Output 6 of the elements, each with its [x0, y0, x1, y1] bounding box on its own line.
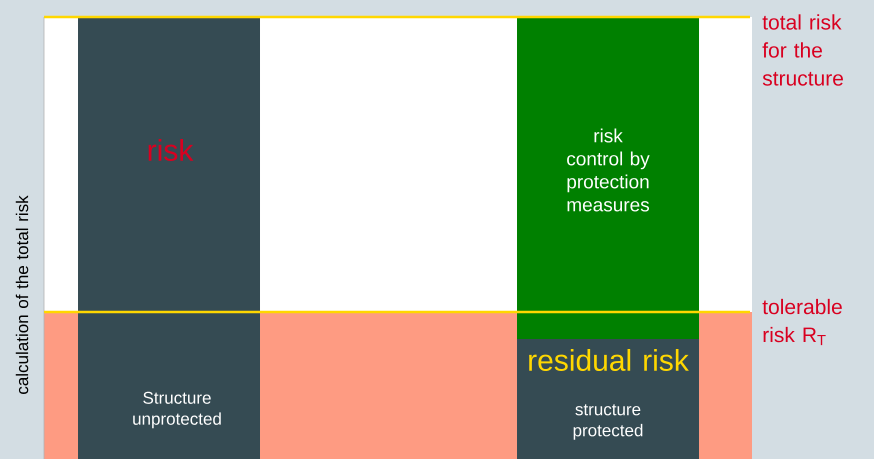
column: risk control by protection measures [517, 17, 699, 339]
axis-label: total risk for the structure [762, 14, 843, 86]
column: residual risk structure protected [517, 339, 699, 459]
axis-label: calculation of the total risk [16, 195, 28, 394]
column: risk Structure unprotected [78, 17, 260, 459]
axis-label: tolerable risk R$_{T}$ [762, 298, 842, 346]
